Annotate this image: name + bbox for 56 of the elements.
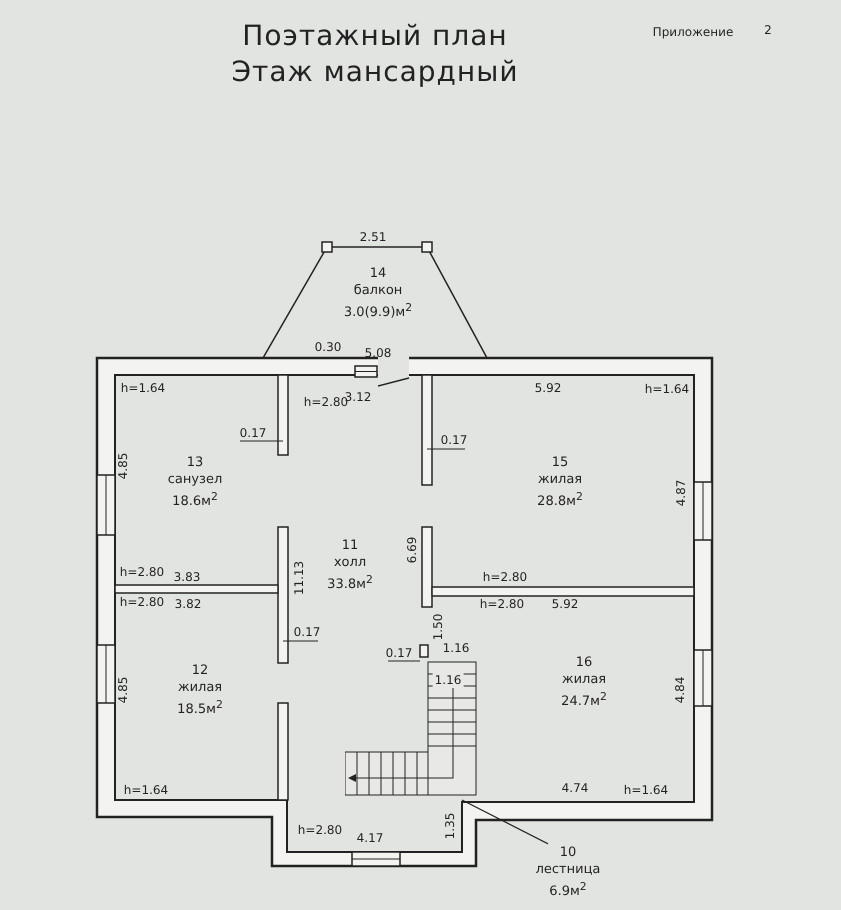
dimension: 0.17 — [440, 433, 468, 447]
ceiling-height: h=2.80 — [298, 823, 342, 837]
dimension: 1.16 — [442, 641, 470, 655]
room-number: 13 — [186, 454, 204, 471]
dimension: 2.51 — [360, 230, 386, 244]
room-name: холл — [332, 554, 368, 571]
room-number: 16 — [574, 654, 594, 671]
title: Поэтажный план Этаж мансардный — [230, 18, 520, 90]
dimension: 3.83 — [174, 570, 200, 584]
ceiling-height: h=2.80 — [482, 570, 528, 584]
room-name: санузел — [168, 470, 222, 488]
room-area: 24.7м$^{2}$ — [561, 688, 607, 710]
dimension: 11.13 — [292, 560, 306, 596]
room-name: жилая — [537, 470, 583, 488]
ceiling-height: h=2.80 — [480, 597, 524, 611]
room-number: 15 — [550, 454, 570, 471]
dimension: 1.16 — [432, 672, 464, 688]
dimension: 5.92 — [534, 381, 562, 395]
dimension: 0.17 — [386, 646, 412, 660]
dimension: 0.30 — [314, 340, 342, 354]
room-name: жилая — [177, 678, 223, 696]
dimension: 1.35 — [443, 812, 457, 840]
ceiling-height: h=1.64 — [120, 381, 166, 395]
room-name: лестница — [536, 860, 600, 878]
ceiling-height: h=1.64 — [624, 783, 668, 797]
dimension: 3.82 — [174, 597, 202, 611]
dimension: 4.87 — [674, 480, 688, 506]
dimension: 4.85 — [116, 676, 130, 704]
room-area: 6.9м$^{2}$ — [536, 878, 600, 900]
room-number: 10 — [558, 844, 578, 861]
room-area: 3.0(9.9)м$^{2}$ — [344, 298, 412, 322]
ceiling-height: h=2.80 — [120, 565, 164, 579]
dimension: 5.08 — [364, 346, 392, 360]
room-area: 28.8м$^{2}$ — [537, 488, 583, 510]
dimension: 6.69 — [405, 536, 419, 564]
page-note: Приложение — [652, 25, 734, 39]
dimension: 0.17 — [240, 426, 266, 440]
page-number: 2 — [764, 23, 772, 37]
room-number: 14 — [368, 264, 388, 282]
room-area: 18.6м$^{2}$ — [168, 488, 222, 510]
dimension: 0.17 — [294, 625, 320, 639]
room-number: 12 — [190, 662, 210, 679]
dimension: 4.17 — [356, 831, 384, 845]
room-name: жилая — [561, 670, 607, 688]
dimension: 4.74 — [562, 781, 588, 795]
dimension: 1.50 — [431, 614, 445, 640]
ceiling-height: h=1.64 — [644, 382, 690, 396]
dimension: 4.85 — [116, 452, 130, 480]
room-area: 18.5м$^{2}$ — [177, 696, 223, 718]
ceiling-height: h=1.64 — [124, 783, 168, 797]
room-name: балкон — [352, 282, 404, 299]
dimension: 4.84 — [673, 676, 687, 704]
room-number: 11 — [340, 536, 360, 554]
ceiling-height: h=2.80 — [120, 595, 164, 609]
room-area: 33.8м$^{2}$ — [327, 570, 373, 594]
dimension: 5.92 — [552, 597, 578, 611]
